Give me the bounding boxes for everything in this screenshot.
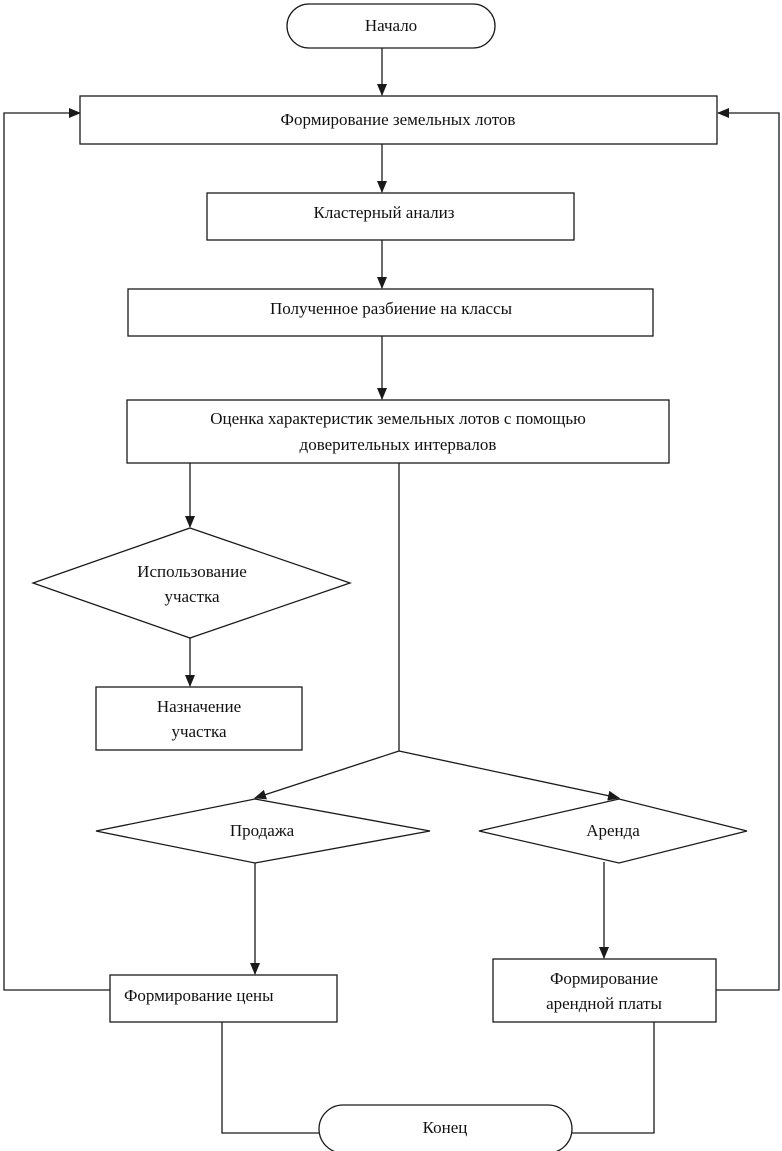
edges [3, 48, 780, 1134]
node-land-use-line2: участка [164, 587, 220, 606]
node-cluster-analysis-label: Кластерный анализ [314, 203, 455, 222]
node-rent-forming-line2: арендной платы [546, 994, 662, 1013]
node-start: Начало [286, 3, 496, 49]
edge-branch-to-sale [254, 750, 400, 800]
node-purpose-line2: участка [171, 722, 227, 741]
node-evaluation-line2: доверительных интервалов [300, 435, 497, 454]
edge-rent-to-end [572, 1022, 655, 1134]
node-purpose-line1: Назначение [157, 697, 241, 716]
node-rent-forming-line1: Формирование [550, 969, 658, 988]
node-lease-decision: Аренда [478, 798, 748, 864]
node-sale-decision: Продажа [95, 798, 431, 864]
edge-branch-to-lease [398, 750, 620, 801]
node-end-label: Конец [423, 1118, 468, 1137]
node-evaluation: Оценка характеристик земельных лотов с п… [126, 399, 670, 464]
node-start-label: Начало [365, 16, 417, 35]
node-land-use-decision: Использование участка [31, 527, 352, 639]
node-class-partition-label: Полученное разбиение на классы [270, 299, 513, 318]
node-rent-forming: Формирование арендной платы [492, 958, 717, 1023]
node-forming-lots: Формирование земельных лотов [79, 95, 718, 145]
node-price-forming: Формирование цены [109, 974, 338, 1023]
node-end: Конец [318, 1104, 573, 1151]
node-land-use-line1: Использование [137, 562, 247, 581]
edge-rent-loop-back [716, 108, 780, 991]
node-cluster-analysis: Кластерный анализ [206, 192, 575, 241]
node-price-forming-label: Формирование цены [124, 986, 274, 1005]
edge-price-loop-back [3, 108, 110, 991]
node-class-partition: Полученное разбиение на классы [127, 288, 654, 337]
edge-price-to-end [221, 1022, 319, 1134]
node-lease-label: Аренда [586, 821, 640, 840]
node-purpose: Назначение участка [95, 686, 303, 751]
node-sale-label: Продажа [230, 821, 295, 840]
node-evaluation-line1: Оценка характеристик земельных лотов с п… [210, 409, 586, 428]
node-forming-lots-label: Формирование земельных лотов [281, 110, 516, 129]
